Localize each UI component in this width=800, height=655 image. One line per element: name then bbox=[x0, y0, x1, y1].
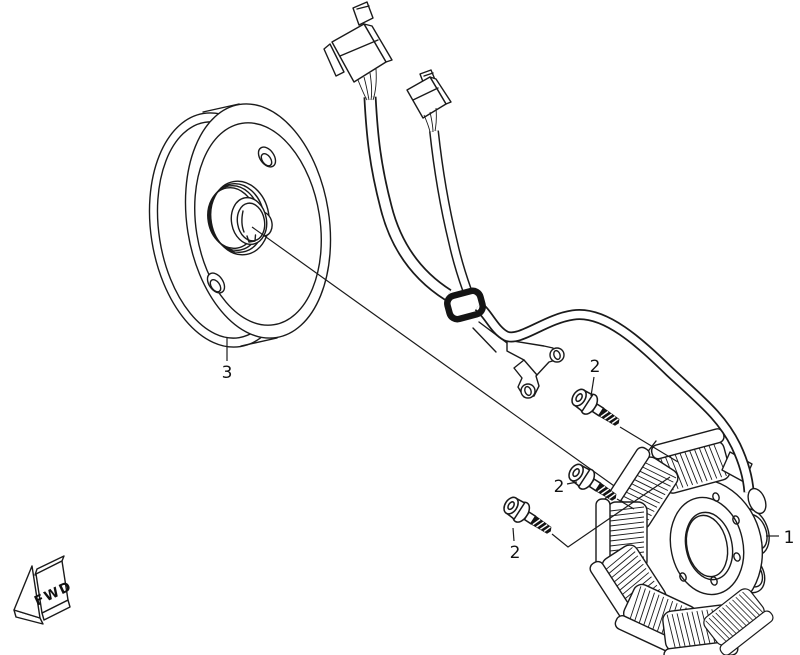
hub-axis-leader-line bbox=[251, 226, 625, 494]
rotor-bolt-hole bbox=[206, 272, 226, 294]
stator-assembly bbox=[587, 426, 776, 655]
callout-2b: 2 bbox=[554, 477, 565, 497]
callout-2c: 2 bbox=[510, 543, 521, 563]
flange-bolt bbox=[499, 492, 558, 542]
callout-1: 1 bbox=[784, 528, 795, 548]
flywheel-rotor bbox=[148, 103, 332, 348]
fwd-arrow: FWD bbox=[13, 555, 75, 625]
rotor-bolt-hole bbox=[257, 146, 277, 168]
callout-3: 3 bbox=[222, 363, 233, 383]
wire-grommet bbox=[444, 287, 486, 323]
flange-bolt bbox=[564, 459, 623, 509]
stator-wire-exit bbox=[747, 487, 767, 515]
callout-2a: 2 bbox=[590, 357, 601, 377]
flange-bolt bbox=[567, 384, 626, 434]
wiring-harness bbox=[363, 96, 767, 515]
stator-plate bbox=[622, 440, 764, 621]
connector-small bbox=[406, 69, 452, 133]
connector-large bbox=[323, 1, 393, 101]
rotor-hub bbox=[207, 180, 273, 256]
leader-lines bbox=[226, 337, 779, 548]
